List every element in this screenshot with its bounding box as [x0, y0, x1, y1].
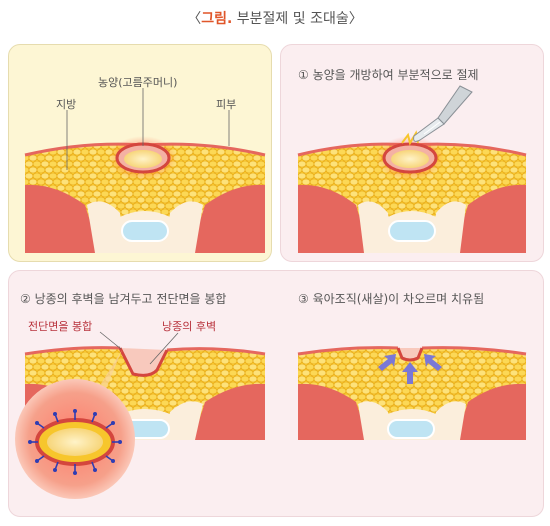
cavity — [121, 220, 169, 242]
tendon-right — [431, 401, 466, 440]
label-suture: 전단면을 봉합 — [28, 320, 93, 333]
leader-posterior-wall — [149, 332, 179, 365]
arrow-right — [424, 354, 442, 371]
tendon-right — [165, 201, 203, 253]
muscle-right — [193, 383, 265, 440]
figure-title: 〈그림. 부분절제 및 조대술〉 — [0, 8, 550, 28]
title-text: 부분절제 및 조대술 — [232, 11, 349, 27]
arrow-left — [378, 354, 396, 371]
label-posterior-wall: 낭종의 후벽 — [162, 320, 217, 333]
title-accent: 그림. — [201, 11, 233, 27]
skin-layer-right — [421, 346, 527, 356]
muscle-right — [454, 184, 526, 253]
label-skin: 피부 — [216, 98, 237, 111]
title-bracket-open: 〈 — [187, 11, 202, 27]
zoom-wound-inner — [47, 428, 103, 456]
cavity — [388, 220, 436, 242]
caption-step3: ③ 육아조직(새살)이 차오르며 치유됨 — [298, 292, 485, 306]
tissue-abscess — [24, 136, 266, 253]
cavity — [387, 419, 435, 439]
arrow-up — [402, 362, 418, 384]
healing-arrows — [378, 354, 442, 384]
pus — [391, 150, 429, 168]
tendon-left — [358, 201, 393, 253]
tendon-right — [165, 401, 203, 440]
title-bracket-close: 〉 — [348, 11, 363, 27]
tendon-left — [87, 201, 125, 253]
label-fat: 지방 — [56, 98, 77, 111]
posterior-wall — [118, 347, 169, 377]
tendon-left — [358, 401, 393, 440]
granulation-wound — [396, 347, 424, 362]
muscle-right — [190, 184, 265, 253]
tissue-healing — [297, 346, 527, 440]
tissue-excision — [297, 130, 527, 253]
skin-layer-right — [166, 347, 266, 356]
label-abscess: 농양(고름주머니) — [98, 76, 178, 89]
skin-layer-left — [297, 346, 399, 356]
caption-step1: ① 농양을 개방하여 부분적으로 절제 — [298, 68, 479, 82]
muscle-left — [298, 184, 370, 253]
leader-suture — [99, 331, 122, 350]
scalpel-icon — [413, 85, 473, 142]
muscle-left — [25, 184, 100, 253]
tendon-right — [431, 201, 466, 253]
muscle-left — [298, 383, 368, 440]
muscle-right — [456, 383, 526, 440]
zoom-inset — [15, 379, 135, 499]
suture-knots — [28, 409, 122, 475]
skin-layer-left — [24, 346, 121, 356]
pus — [124, 150, 162, 168]
caption-step2: ② 낭종의 후벽을 남겨두고 전단면을 봉합 — [20, 292, 227, 306]
